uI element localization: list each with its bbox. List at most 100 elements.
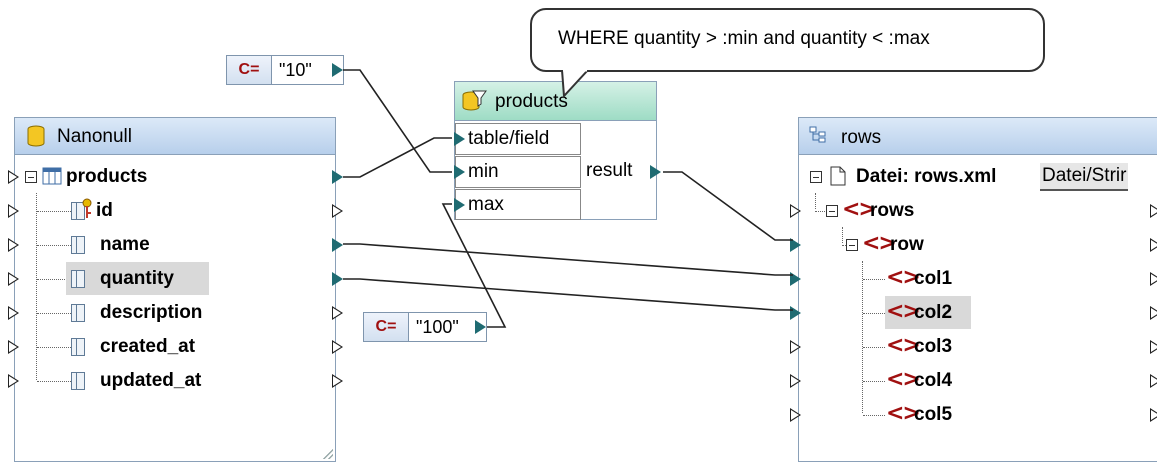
wire-const10-to-min xyxy=(343,69,452,173)
tooltip-tail xyxy=(561,70,589,99)
element-label: col2 xyxy=(914,302,953,323)
output-result-label: result xyxy=(586,160,633,181)
field-output-pin[interactable] xyxy=(332,340,343,354)
element-output-pin[interactable] xyxy=(1150,306,1157,320)
field-output-pin[interactable] xyxy=(332,238,343,252)
element-output-pin[interactable] xyxy=(1150,340,1157,354)
element-output-pin[interactable] xyxy=(1150,408,1157,422)
input-pin[interactable] xyxy=(8,204,19,218)
field-output-pin[interactable] xyxy=(332,374,343,388)
element-output-pin[interactable] xyxy=(1150,272,1157,286)
constant-value: "100" xyxy=(416,317,459,337)
constant-100[interactable]: C= "100" xyxy=(363,312,487,342)
sql-where-component[interactable]: products table/field min max result xyxy=(454,81,661,220)
field-output-pin[interactable] xyxy=(332,204,343,218)
component-header[interactable]: products xyxy=(455,82,656,121)
wire-quantity-to-col2 xyxy=(343,278,793,311)
wire-name-to-col1 xyxy=(343,243,793,276)
input-pin[interactable] xyxy=(790,272,801,286)
field-label: description xyxy=(100,302,203,323)
input-pin[interactable] xyxy=(790,306,801,320)
field-label: id xyxy=(96,200,113,221)
key-icon xyxy=(82,198,92,218)
xml-element-icon: <> xyxy=(842,197,877,222)
table-name: products xyxy=(66,166,148,187)
element-label: rows xyxy=(870,200,915,221)
input-pin[interactable] xyxy=(8,170,19,184)
input-table-field[interactable]: table/field xyxy=(454,123,581,155)
input-pin[interactable] xyxy=(8,238,19,252)
component-header[interactable]: rows xyxy=(799,118,1157,155)
element-label: col4 xyxy=(914,370,953,391)
file-path-button[interactable]: Datei/Strir xyxy=(1040,163,1129,191)
xml-element-icon: <> xyxy=(886,299,921,324)
field-label: quantity xyxy=(100,268,174,289)
input-pin[interactable] xyxy=(8,306,19,320)
wire-products-to-table-field xyxy=(343,137,452,178)
input-pin[interactable] xyxy=(790,340,801,354)
table-output-pin[interactable] xyxy=(332,170,343,184)
column-icon xyxy=(71,236,85,254)
collapse-icon[interactable] xyxy=(25,171,37,183)
element-label: col1 xyxy=(914,268,953,289)
component-header[interactable]: Nanonull xyxy=(15,118,335,155)
collapse-icon[interactable] xyxy=(826,205,838,217)
tree-guide xyxy=(36,193,37,380)
component-title: rows xyxy=(841,127,882,148)
key-column-icon xyxy=(71,202,85,220)
constant-value: "10" xyxy=(279,60,312,80)
input-label: min xyxy=(468,161,499,182)
field-output-pin[interactable] xyxy=(332,306,343,320)
tree-guide xyxy=(842,227,843,243)
table-icon xyxy=(42,167,62,185)
field-output-pin[interactable] xyxy=(332,272,343,286)
column-icon xyxy=(71,304,85,322)
xml-element-icon: <> xyxy=(886,401,921,426)
tree-guide xyxy=(862,261,863,413)
field-label: name xyxy=(100,234,150,255)
input-pin[interactable] xyxy=(8,374,19,388)
db-filter-icon xyxy=(462,90,487,111)
xml-schema-icon xyxy=(809,126,826,143)
element-label: col3 xyxy=(914,336,953,357)
constant-label: C= xyxy=(364,313,409,341)
output-result-pin[interactable] xyxy=(650,165,661,179)
element-output-pin[interactable] xyxy=(1150,374,1157,388)
input-pin[interactable] xyxy=(8,340,19,354)
element-output-pin[interactable] xyxy=(1150,204,1157,218)
input-label: max xyxy=(468,194,504,215)
where-clause-tooltip: WHERE quantity > :min and quantity < :ma… xyxy=(530,8,1045,72)
source-db-component[interactable]: Nanonull xyxy=(14,117,336,462)
target-xml-component[interactable]: rows xyxy=(798,117,1157,462)
input-pin[interactable] xyxy=(790,374,801,388)
tooltip-text: WHERE quantity > :min and quantity < :ma… xyxy=(558,28,930,49)
input-pin[interactable] xyxy=(790,408,801,422)
component-title: Nanonull xyxy=(57,126,132,147)
field-label: updated_at xyxy=(100,370,202,391)
file-label: Datei: rows.xml xyxy=(856,166,997,187)
input-pin[interactable] xyxy=(454,165,465,179)
input-max[interactable]: max xyxy=(454,189,581,220)
element-label: col5 xyxy=(914,404,953,425)
xml-element-icon: <> xyxy=(862,231,897,256)
input-min[interactable]: min xyxy=(454,156,581,188)
input-pin[interactable] xyxy=(790,204,801,218)
input-pin[interactable] xyxy=(454,198,465,212)
component-title: products xyxy=(495,91,568,112)
xml-element-icon: <> xyxy=(886,265,921,290)
input-pin[interactable] xyxy=(8,272,19,286)
resize-handle[interactable] xyxy=(323,449,333,459)
collapse-icon[interactable] xyxy=(810,171,822,183)
collapse-icon[interactable] xyxy=(846,239,858,251)
constant-output-pin[interactable] xyxy=(475,320,486,334)
database-icon xyxy=(27,125,45,147)
input-pin[interactable] xyxy=(454,132,465,146)
xml-element-icon: <> xyxy=(886,367,921,392)
element-label: row xyxy=(890,234,924,255)
constant-output-pin[interactable] xyxy=(332,63,343,77)
constant-10[interactable]: C= "10" xyxy=(226,55,344,85)
element-output-pin[interactable] xyxy=(1150,238,1157,252)
constant-label: C= xyxy=(227,56,272,84)
file-icon xyxy=(830,166,846,186)
input-pin[interactable] xyxy=(790,238,801,252)
